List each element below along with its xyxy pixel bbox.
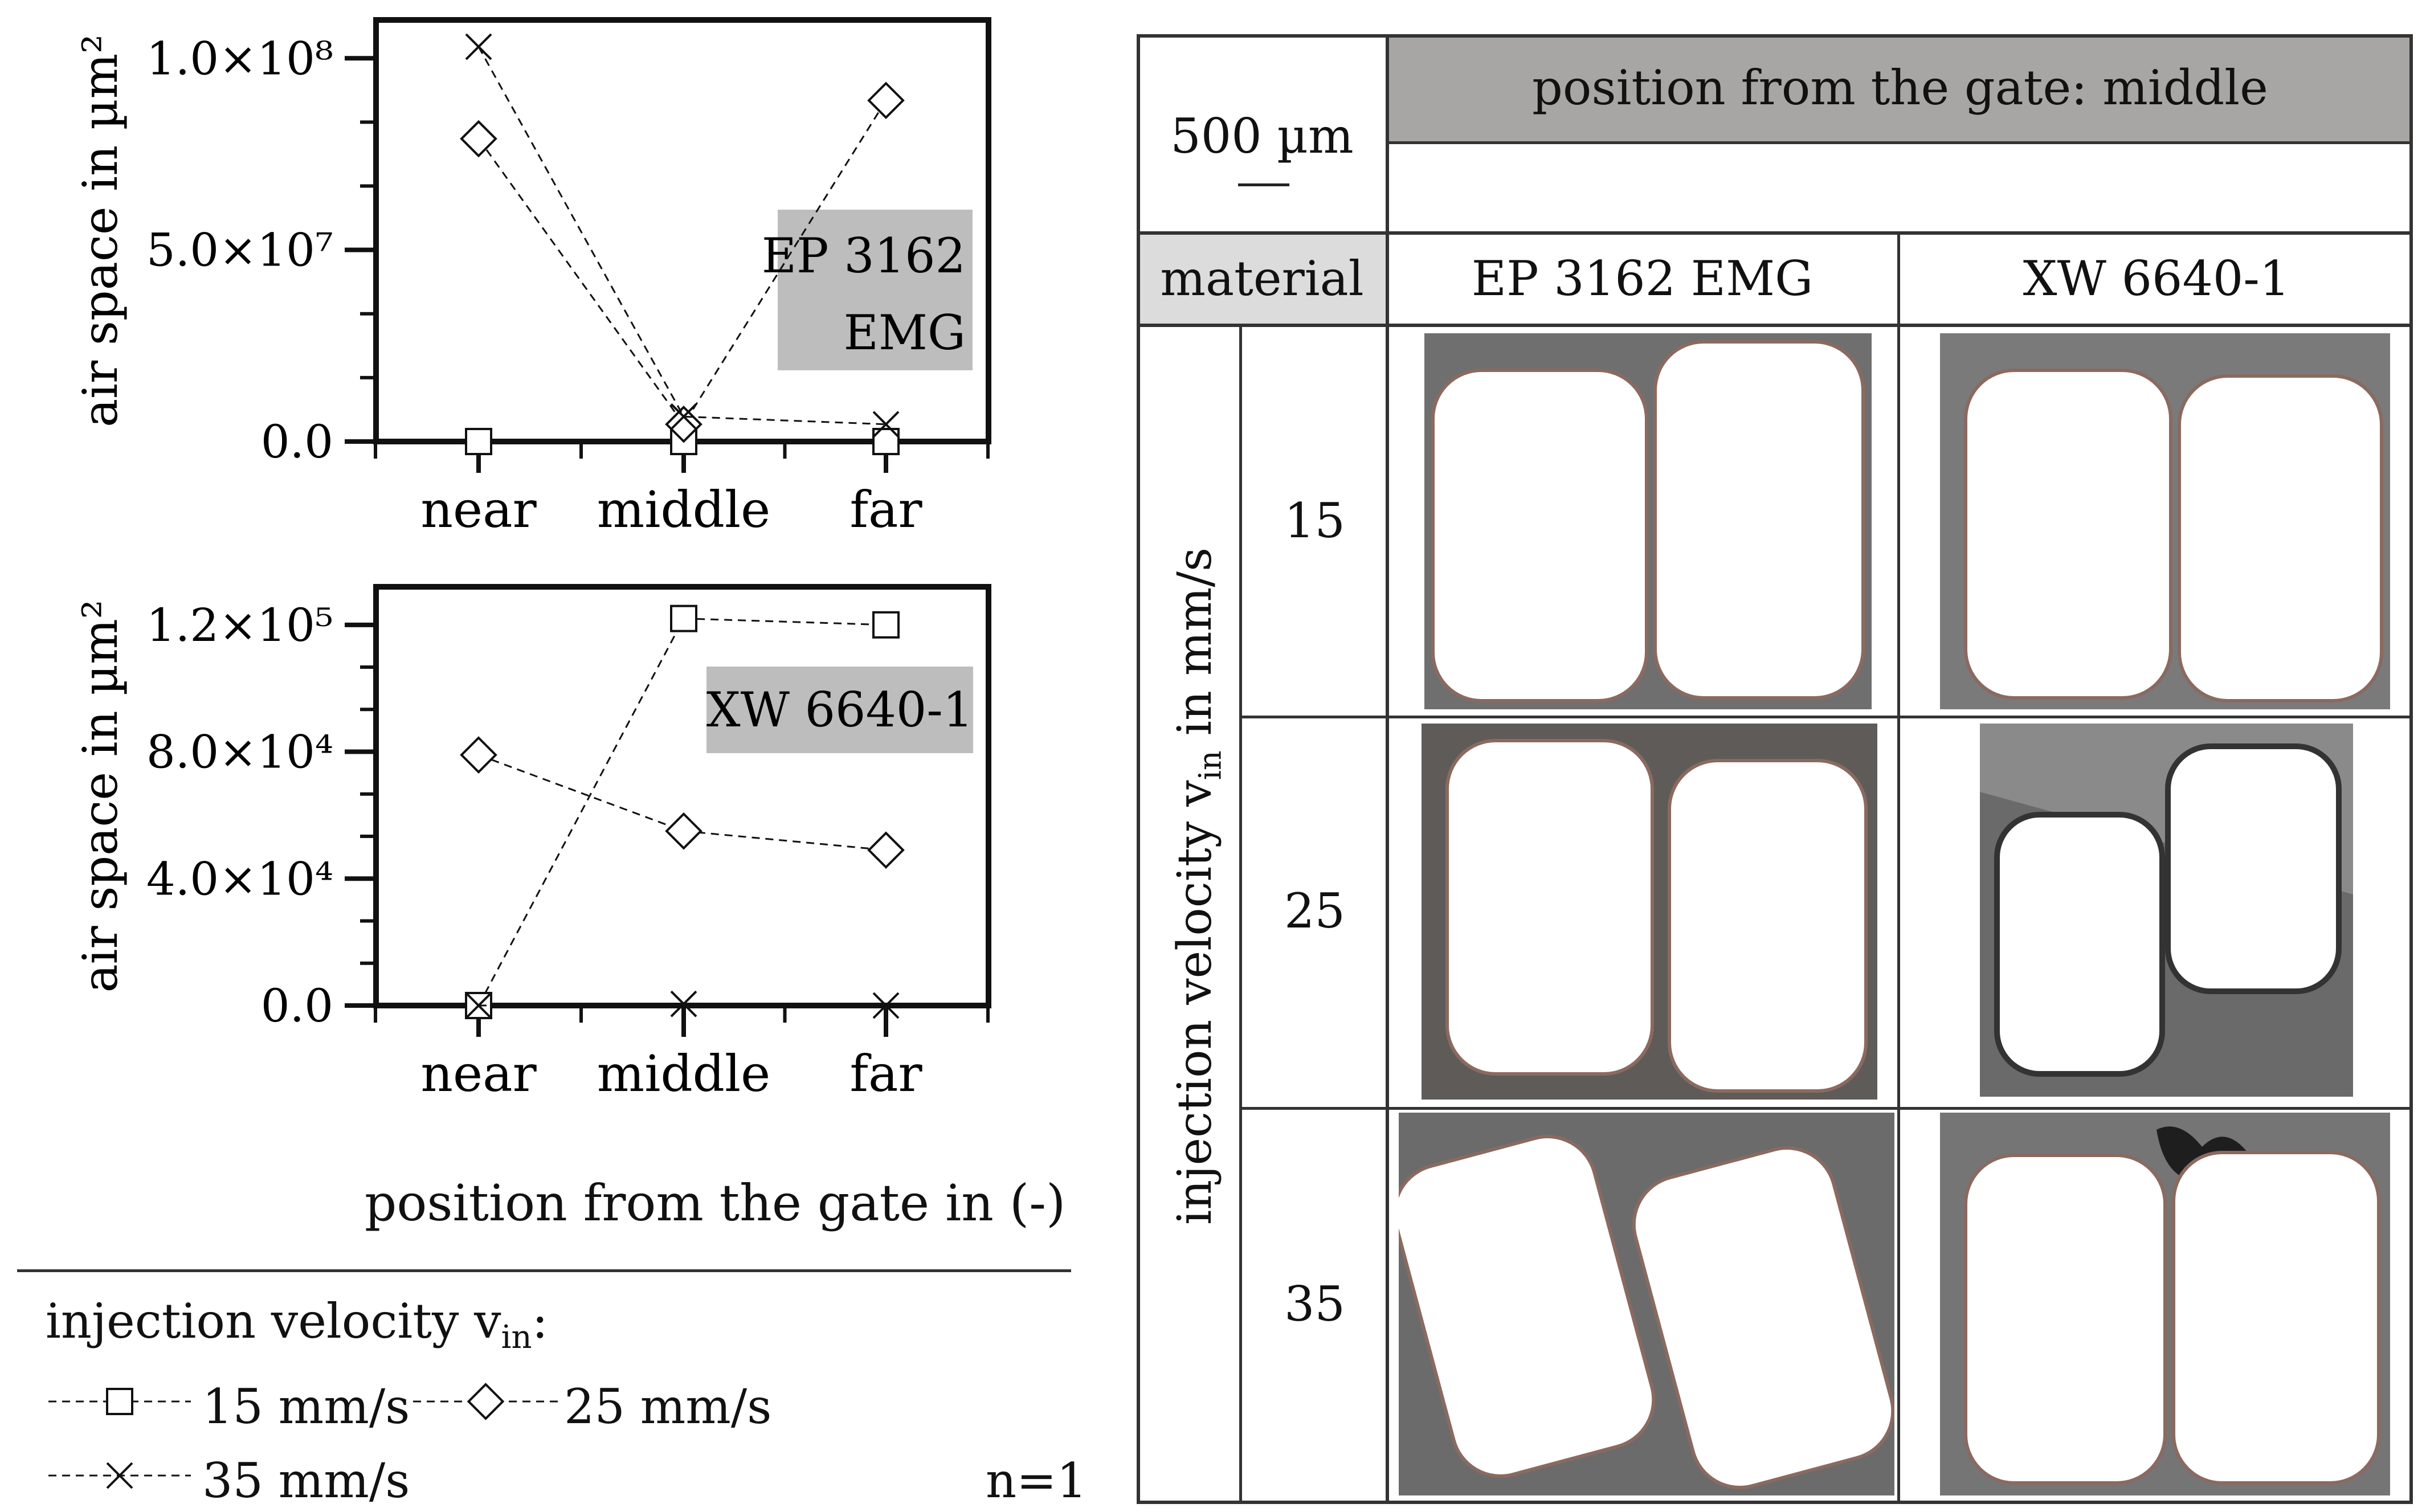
col-divider-1 — [1386, 34, 1389, 1504]
legend-item-35: 35 mm/s — [202, 1453, 410, 1509]
data-point — [465, 992, 492, 1019]
data-point — [670, 604, 697, 632]
row-divider-15 — [1240, 716, 2413, 718]
micrograph-ep-35 — [1399, 1113, 1894, 1495]
y-tick-label: 1.2×10⁵ — [146, 599, 333, 652]
x-tick-label: near — [420, 480, 537, 539]
velocity-15: 15 — [1284, 493, 1345, 549]
micrograph-xw-25 — [1980, 724, 2353, 1097]
annotation-box — [706, 667, 973, 753]
legend-markers — [48, 1383, 558, 1489]
annotation-box — [778, 210, 973, 370]
legend-symbol — [106, 1388, 133, 1415]
x-tick-label: middle — [597, 480, 770, 539]
micrograph-panel: 500 µm position from the gate: middle ma… — [1137, 34, 2413, 1504]
y-tick-label: 5.0×10⁷ — [146, 224, 333, 277]
border-top — [1137, 34, 2413, 38]
data-point — [872, 611, 900, 639]
data-point — [670, 990, 697, 1017]
y-axis-label: air space in µm² — [72, 34, 128, 427]
sample-count: n=1 — [986, 1453, 1087, 1509]
scale-bar — [1238, 183, 1289, 186]
velocity-25: 25 — [1284, 883, 1345, 939]
series-line — [477, 46, 887, 426]
data-point — [670, 403, 697, 430]
micrograph-xw-15 — [1940, 333, 2390, 709]
legend-item-25: 25 mm/s — [564, 1379, 772, 1435]
data-point — [872, 992, 900, 1019]
material-xw6640: XW 6640-1 — [2023, 251, 2290, 307]
data-point — [872, 411, 900, 438]
col-divider-material — [1897, 234, 1900, 1504]
y-tick-label: 8.0×10⁴ — [146, 726, 333, 779]
y-tick-label: 0.0 — [261, 979, 333, 1032]
annotation-label: EP 3162 — [762, 228, 966, 284]
chart-2: XW 6640-1 0.0 4.0×10⁴ 8.0×10⁴ 1.2×10⁵ near mid… — [72, 584, 991, 1103]
x-tick-label: far — [849, 480, 922, 539]
x-tick-label: far — [849, 1044, 922, 1103]
scale-bar-label: 500 µm — [1170, 108, 1354, 164]
series-35-mm-s — [465, 990, 900, 1019]
material-ep3162: EP 3162 EMG — [1471, 251, 1814, 307]
row-divider-25 — [1240, 1107, 2413, 1110]
header-cell — [1387, 34, 2413, 142]
y-tick-label: 4.0×10⁴ — [146, 852, 333, 905]
series-25-mm-s — [460, 736, 905, 869]
y-axis-label: air space in µm² — [72, 600, 128, 993]
series-25-mm-s — [460, 81, 905, 443]
series-line — [477, 100, 887, 426]
x-tick-label: near — [420, 1044, 537, 1103]
header-title: position from the gate: middle — [1532, 60, 2268, 116]
row-divider-material — [1137, 324, 2413, 327]
data-point — [465, 428, 492, 455]
data-point — [867, 831, 905, 869]
y-tick-label: 0.0 — [261, 415, 333, 468]
x-axis-title: position from the gate in (-) — [365, 1174, 1066, 1232]
legend-marker-1 — [48, 1388, 191, 1415]
border-bottom — [1137, 1501, 2413, 1504]
row-divider-header — [1137, 231, 2413, 235]
micrograph-xw-35 — [1940, 1113, 2390, 1495]
annotation-label: XW 6640-1 — [706, 682, 973, 738]
micrograph-ep-15 — [1424, 333, 1872, 709]
series-35-mm-s — [465, 33, 900, 438]
data-point — [665, 405, 702, 443]
legend-divider — [17, 1269, 1071, 1272]
header-divider — [1387, 141, 2413, 144]
data-point — [460, 736, 497, 774]
legend-marker-3 — [48, 1462, 191, 1489]
y-tick-label: 1.0×10⁸ — [146, 32, 333, 85]
data-point — [867, 81, 905, 120]
col-divider-axis — [1239, 325, 1242, 1504]
material-label: material — [1160, 251, 1364, 307]
data-point — [465, 33, 492, 60]
micrograph-ep-25 — [1422, 724, 1877, 1100]
data-point — [460, 120, 497, 158]
plot-frame — [373, 584, 991, 1008]
legend-item-15: 15 mm/s — [202, 1379, 410, 1435]
border-left — [1137, 34, 1140, 1504]
x-tick-label: middle — [597, 1044, 770, 1103]
border-right — [2409, 34, 2413, 1504]
velocity-35: 35 — [1284, 1276, 1345, 1332]
material-label-cell — [1137, 234, 1387, 325]
legend-title: injection velocity vin: — [46, 1293, 548, 1356]
legend-marker-2 — [413, 1383, 558, 1420]
legend-symbol — [106, 1462, 133, 1489]
data-point — [665, 812, 702, 850]
annotation-label: EMG — [844, 305, 966, 361]
legend-symbol — [467, 1383, 505, 1420]
row-axis-label: injection velocity vin in mm/s — [1168, 547, 1228, 1225]
